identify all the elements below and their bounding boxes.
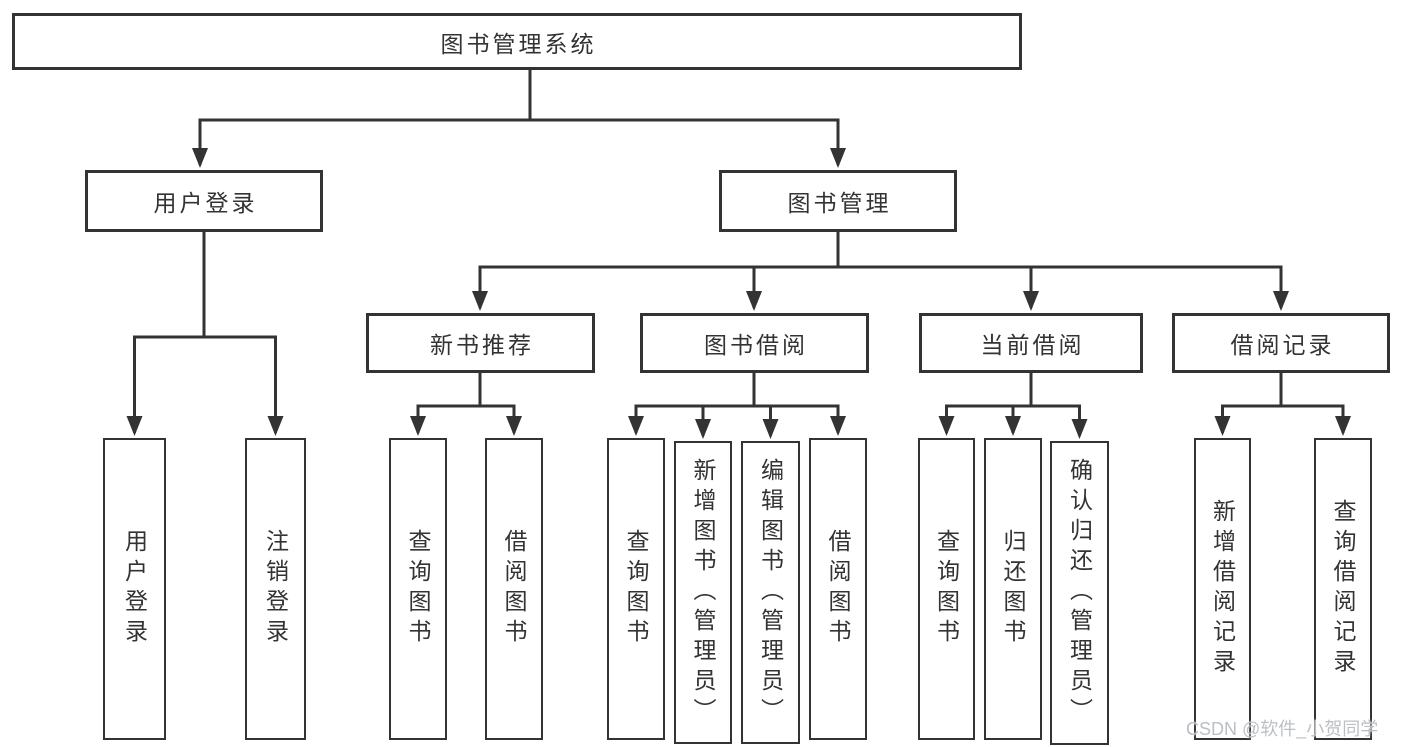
node-book-borrowing: 图书借阅 <box>640 313 869 373</box>
leaf-borrow-books-recommend: 借阅图书 <box>485 438 543 740</box>
node-current-borrowing: 当前借阅 <box>919 313 1143 373</box>
leaf-logout: 注销登录 <box>245 438 306 740</box>
node-label: 新书推荐 <box>430 332 534 358</box>
node-label: 图书管理 <box>787 190 892 216</box>
node-label: 确认归还（管理员） <box>1066 458 1093 728</box>
connector-segments <box>133 70 1345 408</box>
leaf-query-borrow-record: 查询借阅记录 <box>1314 438 1372 740</box>
node-user-login: 用户登录 <box>85 170 323 232</box>
node-label: 当前借阅 <box>980 332 1085 358</box>
node-label: 借阅图书 <box>501 529 527 649</box>
node-label: 新增借阅记录 <box>1209 499 1236 679</box>
leaf-query-books-borrow: 查询图书 <box>607 438 665 740</box>
arrow-stems <box>126 120 1351 439</box>
node-label: 图书借阅 <box>704 332 808 358</box>
leaf-add-borrow-record: 新增借阅记录 <box>1194 438 1251 740</box>
node-label: 借阅记录 <box>1230 332 1335 358</box>
node-label: 注销登录 <box>262 529 289 649</box>
leaf-user-login: 用户登录 <box>103 438 166 740</box>
leaf-return-books: 归还图书 <box>984 438 1042 740</box>
node-new-book-recommendation: 新书推荐 <box>366 313 595 373</box>
node-label: 查询借阅记录 <box>1330 499 1356 679</box>
node-label: 编辑图书（管理员） <box>757 457 784 728</box>
node-book-management: 图书管理 <box>719 170 957 232</box>
leaf-add-book-admin: 新增图书（管理员） <box>674 441 732 744</box>
node-borrowing-records: 借阅记录 <box>1172 313 1390 373</box>
leaf-edit-book-admin: 编辑图书（管理员） <box>741 441 800 744</box>
node-label: 查询图书 <box>405 529 431 649</box>
node-label: 借阅图书 <box>825 529 851 649</box>
leaf-confirm-return-admin: 确认归还（管理员） <box>1050 441 1109 745</box>
node-label: 用户登录 <box>121 529 148 649</box>
watermark: CSDN @软件_小贺同学 <box>1186 719 1379 739</box>
leaf-borrow-books-borrow: 借阅图书 <box>809 438 867 740</box>
leaf-query-books-recommend: 查询图书 <box>389 438 447 740</box>
node-label: 归还图书 <box>1000 529 1026 649</box>
node-label: 查询图书 <box>933 529 960 649</box>
node-label: 查询图书 <box>623 529 649 649</box>
node-label: 图书管理系统 <box>440 30 597 57</box>
node-root: 图书管理系统 <box>12 13 1022 70</box>
node-label: 用户登录 <box>153 190 258 216</box>
leaf-query-books-current: 查询图书 <box>918 438 975 740</box>
node-label: 新增图书（管理员） <box>690 457 716 728</box>
